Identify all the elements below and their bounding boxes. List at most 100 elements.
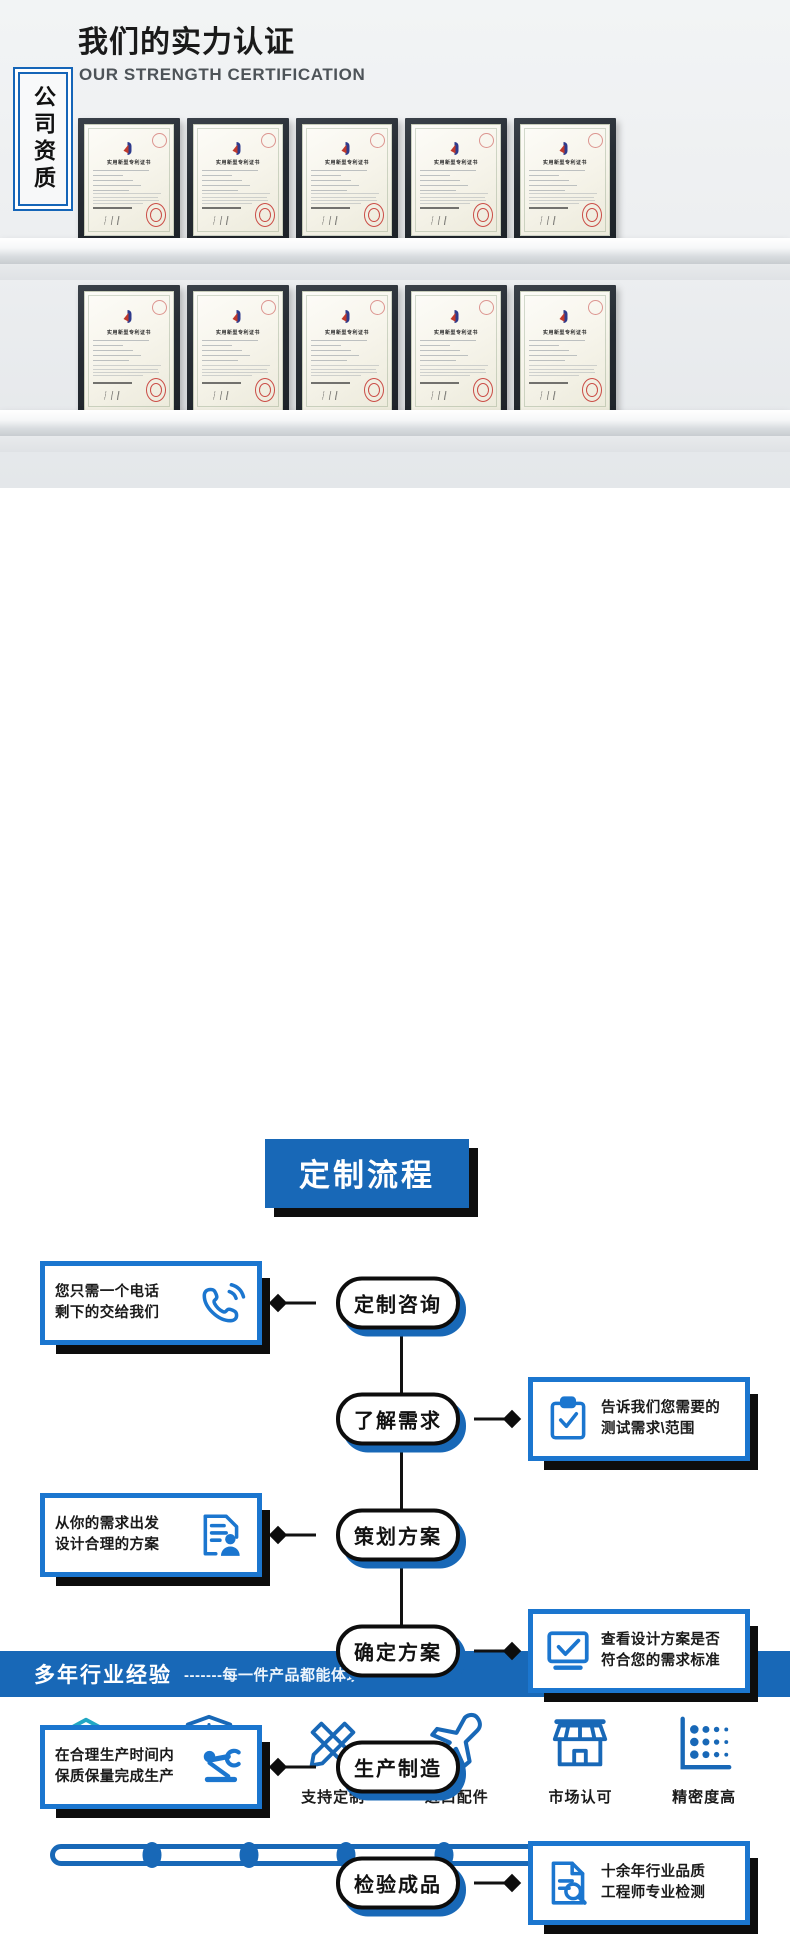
certificate-frame: 实用新型专利证书 — [405, 285, 507, 417]
patent-emblem-icon — [123, 309, 136, 323]
certificate-title: 实用新型专利证书 — [325, 329, 369, 336]
monitor-check-icon — [543, 1626, 593, 1676]
certificate-signature — [431, 391, 452, 400]
certificate-stamp-icon — [588, 133, 603, 148]
flow-step-pill[interactable]: 生产制造 — [336, 1740, 460, 1794]
certificate-fields — [528, 340, 601, 365]
flow-step-card[interactable]: 十余年行业品质工程师专业检测 — [528, 1841, 750, 1925]
page-subtitle: OUR STRENGTH CERTIFICATION — [79, 64, 366, 84]
certificate-fields — [310, 170, 383, 195]
flow-step-pill[interactable]: 检验成品 — [336, 1856, 460, 1910]
certificate-signature — [540, 216, 561, 225]
flow-connector-line — [474, 1649, 518, 1653]
certificate-seal-icon — [364, 378, 384, 402]
certificate-stamp-icon — [152, 133, 167, 148]
certificate-signature — [104, 391, 125, 400]
flow-step-card[interactable]: 从你的需求出发设计合理的方案 — [40, 1493, 262, 1577]
certificate-stamp-icon — [261, 133, 276, 148]
flow-card-line-2: 保质保量完成生产 — [55, 1769, 175, 1785]
flow-step-card[interactable]: 在合理生产时间内保质保量完成生产 — [40, 1725, 262, 1809]
certificate-seal-icon — [255, 203, 275, 227]
custom-flow-section: 定制流程 定制咨询您只需一个电话剩下的交给我们 了解需求 告诉我们您需要的测试需… — [0, 488, 790, 1943]
certificate-seal-icon — [364, 203, 384, 227]
patent-emblem-icon — [341, 141, 354, 155]
certificate-title: 实用新型专利证书 — [543, 329, 587, 336]
feature-item[interactable]: 精密度高 — [648, 1712, 760, 1807]
certificate-body-text — [419, 193, 492, 207]
patent-emblem-icon — [559, 309, 572, 323]
certificate-title: 实用新型专利证书 — [107, 329, 151, 336]
flow-card-line-1: 您只需一个电话 — [55, 1283, 160, 1300]
certificate-body-text — [310, 193, 383, 207]
flow-step-card[interactable]: 告诉我们您需要的测试需求\范围 — [528, 1377, 750, 1461]
certificate-frame: 实用新型专利证书 — [78, 285, 180, 417]
certificate-frame: 实用新型专利证书 — [187, 285, 289, 417]
flow-step-card-text: 十余年行业品质工程师专业检测 — [601, 1862, 705, 1904]
patent-certificate: 实用新型专利证书 — [193, 124, 283, 236]
flow-connector-diamond — [268, 1525, 288, 1545]
patent-emblem-icon — [450, 141, 463, 155]
certificate-seal-icon — [582, 203, 602, 227]
certificate-frame: 实用新型专利证书 — [296, 118, 398, 242]
certificate-fields — [419, 340, 492, 365]
certificate-title: 实用新型专利证书 — [543, 160, 587, 166]
feature-label: 支持定制 — [301, 1789, 366, 1806]
flow-step-card-text: 在合理生产时间内保质保量完成生产 — [55, 1746, 174, 1788]
flow-step-card[interactable]: 您只需一个电话剩下的交给我们 — [40, 1261, 262, 1345]
certificate-frame: 实用新型专利证书 — [514, 118, 616, 242]
certificate-fields — [528, 170, 601, 195]
certificate-seal-icon — [473, 378, 493, 402]
certificate-footer-bar — [528, 207, 568, 209]
certificate-frame: 实用新型专利证书 — [187, 118, 289, 242]
flow-connector-line — [272, 1765, 316, 1769]
feature-item[interactable]: 市场认可 — [524, 1712, 636, 1807]
patent-emblem-icon — [450, 309, 463, 323]
flow-step-pill[interactable]: 定制咨询 — [336, 1276, 460, 1330]
flow-connector-diamond — [502, 1409, 522, 1429]
flow-step-card[interactable]: 查看设计方案是否符合您的需求标准 — [528, 1609, 750, 1693]
flow-step-pill[interactable]: 确定方案 — [336, 1624, 460, 1678]
patent-emblem-icon — [559, 141, 572, 155]
robot-arm-icon — [197, 1742, 247, 1792]
flow-step-pill[interactable]: 策划方案 — [336, 1508, 460, 1562]
certificate-signature — [322, 216, 343, 225]
patent-emblem-icon — [232, 309, 245, 323]
shelf-top — [0, 238, 790, 264]
patent-certificate: 实用新型专利证书 — [193, 291, 283, 411]
precision-dots-icon — [673, 1712, 735, 1774]
company-qualification-label: 公司资质 — [31, 85, 56, 193]
certificate-seal-icon — [255, 378, 275, 402]
certificate-body-text — [201, 365, 274, 379]
certification-header: 我们的实力认证 OUR STRENGTH CERTIFICATION — [78, 26, 365, 85]
progress-dot[interactable] — [142, 1842, 162, 1868]
certificate-seal-icon — [473, 203, 493, 227]
certificate-stamp-icon — [479, 300, 494, 315]
flow-card-line-2: 符合您的需求标准 — [601, 1653, 721, 1669]
certificate-fields — [92, 170, 165, 195]
flow-connector-line — [272, 1533, 316, 1537]
flow-card-line-1: 从你的需求出发 — [55, 1515, 160, 1532]
certificate-footer-bar — [419, 207, 459, 209]
clipboard-check-icon — [543, 1394, 593, 1444]
certificate-signature — [322, 391, 343, 400]
flow-connector-diamond — [268, 1293, 288, 1313]
certificate-frame: 实用新型专利证书 — [405, 118, 507, 242]
certificate-footer-bar — [92, 207, 132, 209]
certificate-fields — [92, 340, 165, 365]
certificate-frame: 实用新型专利证书 — [296, 285, 398, 417]
certificate-signature — [540, 391, 561, 400]
certificate-footer-bar — [419, 382, 459, 384]
certificate-signature — [213, 216, 234, 225]
flow-step-pill[interactable]: 了解需求 — [336, 1392, 460, 1446]
patent-emblem-icon — [232, 141, 245, 155]
flow-card-line-1: 在合理生产时间内 — [55, 1747, 175, 1764]
patent-certificate: 实用新型专利证书 — [520, 291, 610, 411]
certificate-stamp-icon — [370, 133, 385, 148]
feature-label: 市场认可 — [548, 1789, 613, 1806]
certificate-seal-icon — [146, 378, 166, 402]
flow-card-line-2: 测试需求\范围 — [601, 1421, 695, 1437]
certificate-fields — [310, 340, 383, 365]
patent-emblem-icon — [123, 141, 136, 155]
progress-dot[interactable] — [239, 1842, 259, 1868]
